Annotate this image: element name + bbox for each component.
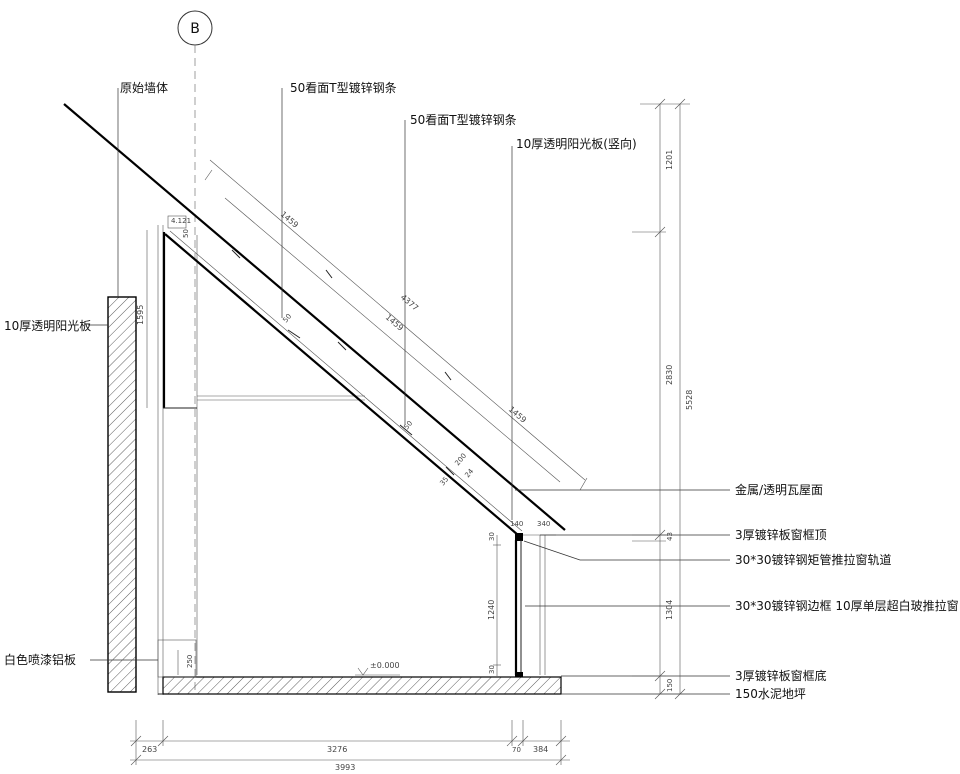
mid-24: 24 — [463, 467, 475, 479]
mid-35: 35 — [438, 475, 450, 487]
label-frame-top: 3厚镀锌板窗框顶 — [735, 528, 827, 542]
roof-line — [63, 103, 566, 531]
dim-right-1304: 1304 — [665, 600, 674, 620]
dim-bottom-384: 384 — [533, 745, 548, 754]
leaders — [88, 88, 730, 695]
dim-left-top: 1595 — [136, 305, 145, 325]
label-t-purlin-1: 50看面T型镀锌钢条 — [290, 81, 397, 95]
dim-right-2830: 2830 — [665, 365, 674, 385]
left-small-b: 50 — [182, 229, 190, 238]
aluminum-panel — [157, 639, 197, 678]
slope-seg-2: 1459 — [384, 313, 405, 333]
dim-bottom-263: 263 — [142, 745, 157, 754]
sliding-window — [514, 533, 556, 677]
window-30-bottom: 30 — [488, 665, 496, 674]
original-wall — [107, 296, 137, 693]
slope-dim-outer — [209, 159, 586, 481]
window-top-b: 340 — [537, 520, 550, 528]
inner-pc-panel-edge — [169, 230, 523, 532]
left-small-a: 4.121 — [171, 217, 191, 225]
label-pc-vertical: 10厚透明阳光板(竖向) — [516, 136, 637, 151]
right-dimensions — [632, 98, 690, 700]
panel-250: 250 — [186, 655, 194, 668]
dim-bottom-total: 3993 — [335, 763, 355, 770]
label-pc-left: 10厚透明阳光板 — [4, 319, 91, 333]
window-height: 1240 — [487, 600, 496, 620]
dim-right-150: 150 — [666, 679, 674, 692]
label-t-purlin-2: 50看面T型镀锌钢条 — [410, 113, 517, 127]
slope-outer: 4377 — [399, 293, 420, 313]
label-original-wall: 原始墙体 — [120, 81, 168, 95]
purlin-ticks — [231, 249, 455, 476]
dim-right-1201: 1201 — [665, 150, 674, 170]
dim-right-43: 43 — [666, 532, 674, 541]
label-sliding-window: 30*30镀锌钢边框 10厚单层超白玻推拉窗 — [735, 598, 959, 613]
floor-slab — [162, 676, 562, 695]
label-aluminum-panel: 白色喷漆铝板 — [4, 652, 76, 667]
floor-level: ±0.000 — [370, 661, 400, 670]
axis-marker-label: B — [190, 21, 200, 37]
top-detail — [167, 215, 187, 229]
inner-pc-panel — [164, 233, 519, 536]
mid-50: 50 — [281, 312, 293, 324]
bottom-dimensions — [130, 720, 570, 766]
slope-dim-inner — [224, 197, 561, 483]
window-top-a: 140 — [510, 520, 523, 528]
label-floor: 150水泥地坪 — [735, 687, 806, 701]
mid-200: 200 — [453, 452, 468, 467]
window-30-top: 30 — [488, 532, 496, 541]
floor-level-marker: ±0.000 — [355, 661, 400, 676]
label-frame-bottom: 3厚镀锌板窗框底 — [735, 668, 827, 683]
label-track: 30*30镀锌钢矩管推拉窗轨道 — [735, 552, 892, 567]
dim-bottom-70: 70 — [512, 746, 521, 754]
mid-50b: 50 — [402, 419, 414, 431]
dim-bottom-3276: 3276 — [327, 745, 347, 754]
slope-seg-3: 1459 — [507, 405, 528, 425]
dim-right-total: 5528 — [685, 390, 694, 410]
axis-marker: B — [177, 10, 213, 46]
label-roof: 金属/透明瓦屋面 — [735, 482, 823, 497]
